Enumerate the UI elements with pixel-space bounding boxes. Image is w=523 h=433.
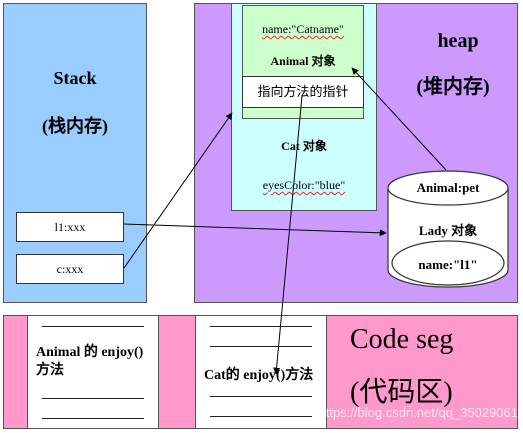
arrow-l1-to-lady [123,223,387,237]
code-segment-title: Code seg [350,324,454,355]
heap-subtitle: (堆内存) [416,76,490,98]
arrow-pet-to-animal [351,67,447,171]
stack-var-l1: l1:xxx [16,212,124,242]
heap-title: heap [437,30,479,52]
animal-enjoy-label: Animal 的 enjoy()方法 [36,345,144,378]
stack-region [3,3,147,303]
lady-pet-field: Animal:pet [416,180,480,195]
animal-object-label: Animal 对象 [270,54,336,68]
cat-enjoy-method: Cat的 enjoy()方法 [195,316,327,428]
arrow-c-to-cat [123,112,233,269]
stack-title: Stack [53,68,97,88]
cat-enjoy-label: Cat的 enjoy()方法 [204,368,314,383]
cat-name-field: name:"Catname" [262,22,344,36]
stack-subtitle: (栈内存) [42,116,108,136]
stack-var-c: c:xxx [16,254,124,284]
lady-name-field: name:"l1" [418,257,478,272]
arrow-pointer-to-cat-enjoy [273,95,303,375]
cat-object-label: Cat 对象 [281,139,327,153]
lady-object [387,170,509,288]
animal-enjoy-method: Animal 的 enjoy()方法 [27,316,159,428]
method-pointer-field: 指向方法的指针 [242,76,364,108]
cat-eyes-field: eyesColor:"blue" [262,178,346,192]
watermark-text: https://blog.csdn.net/qq_35029061 [318,405,519,420]
lady-object-label: Lady 对象 [418,223,478,238]
code-segment-subtitle: (代码区) [350,377,453,408]
